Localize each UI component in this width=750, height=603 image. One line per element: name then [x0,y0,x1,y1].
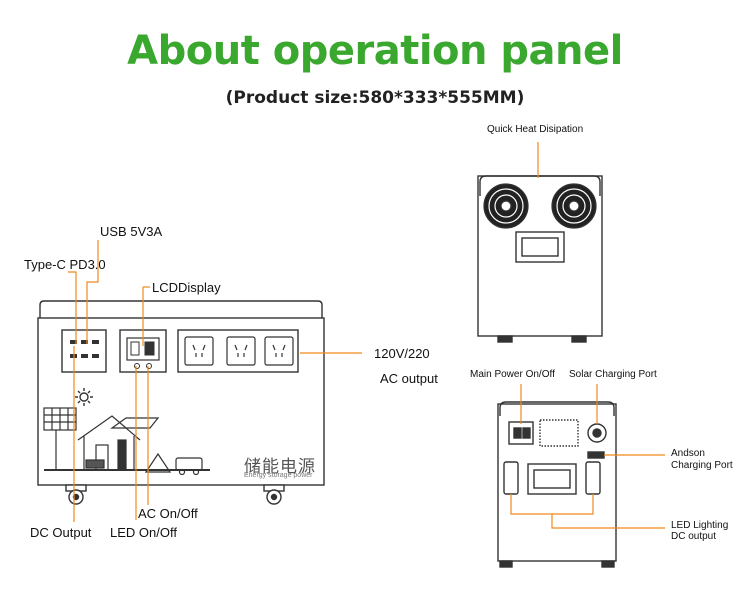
brand-text: 储能电源 [244,457,316,477]
led-dc-label-2: DC output [671,531,717,542]
camping-scene-illustration [43,407,210,476]
heat-label: Quick Heat Disipation [487,124,584,135]
ac-outlets [184,336,294,366]
ac-switch-label: AC On/Off [138,506,198,521]
type-c-label: Type-C PD3.0 [24,257,106,272]
wheels [65,484,285,505]
anderson-label-1: Andson [671,448,705,459]
usb-leader [86,240,99,344]
leader-lines [68,142,665,529]
led-switch-label: LED On/Off [110,525,177,540]
main-power-label: Main Power On/Off [470,369,555,380]
cooling-fans [483,183,597,229]
usb-label: USB 5V3A [100,224,163,239]
back-view [477,175,603,343]
anderson-label-2: Charging Port [671,460,733,471]
ac-voltage-label: 120V/220 [374,346,430,361]
led-dc-label-1: LED Lighting [671,520,729,531]
page-title: About operation panel [127,28,623,74]
led-dc-leader-a [510,494,594,515]
led-dc-leader-b [551,514,665,529]
product-size-subtitle: (Product size:580*333*555MM) [225,88,525,108]
solar-label: Solar Charging Port [569,369,657,380]
sun-icon [75,388,93,406]
side-view [497,401,617,568]
type-c-leader [68,271,77,344]
dc-output-label: DC Output [30,525,92,540]
front-view [37,300,325,486]
lcd-label: LCDDisplay [152,280,221,295]
brand-subtext: Energy storage power [244,472,313,479]
ac-output-label: AC output [380,371,438,386]
